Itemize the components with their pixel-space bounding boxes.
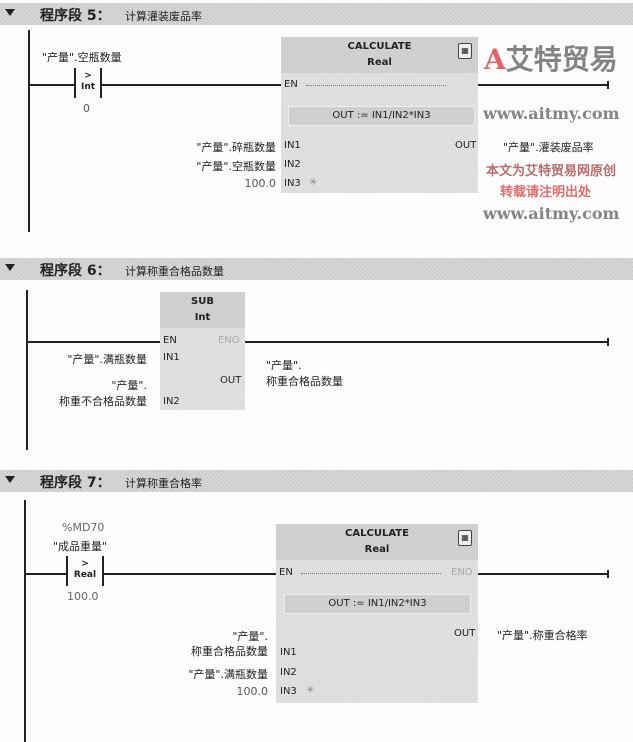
network-title: 程序段 5：	[40, 8, 111, 24]
contact-operand: "成品重量"	[53, 540, 108, 553]
out-operand: "产量".称重合格率	[497, 629, 588, 642]
power-rail	[28, 30, 30, 232]
network-title: 程序段 7：	[40, 475, 111, 491]
box-datatype: Real	[364, 544, 390, 555]
watermark-logo: A艾特贸易	[484, 43, 618, 76]
wire	[478, 84, 608, 86]
pin-in3: IN3	[280, 686, 297, 697]
box-datatype: Int	[194, 312, 211, 323]
compare-operator: >	[81, 559, 89, 569]
add-input-icon[interactable]: ✳	[309, 177, 318, 188]
in3-operand: 100.0	[244, 177, 277, 190]
watermark-url: www.aitmy.com	[483, 104, 620, 123]
pin-in2: IN2	[284, 159, 301, 170]
pin-out: OUT	[220, 375, 242, 386]
collapse-triangle-icon[interactable]	[5, 9, 15, 16]
watermark-url-2: www.aitmy.com	[483, 204, 620, 223]
in2-operand: "产量".空瓶数量	[196, 160, 276, 173]
pin-in1: IN1	[280, 647, 297, 658]
compare-contact[interactable]: > Real	[66, 556, 104, 586]
collapse-triangle-icon[interactable]	[5, 476, 15, 483]
watermark-line2: 转载请注明出处	[500, 185, 592, 200]
add-input-icon[interactable]: ✳	[306, 685, 315, 696]
out-operand: "产量".	[266, 359, 302, 372]
pin-en: EN	[284, 79, 298, 90]
formula-field[interactable]: OUT := IN1/IN2*IN3	[284, 594, 471, 614]
network-comment: 计算称重合格品数量	[125, 265, 224, 278]
box-name: CALCULATE	[345, 528, 409, 539]
network-comment: 计算灌装废品率	[125, 10, 202, 23]
wire	[24, 573, 276, 575]
calculate-box[interactable]: CALCULATE Real ▦ EN ENO OUT := IN1/IN2*IN…	[276, 524, 478, 703]
compare-value: 0	[83, 102, 90, 115]
in2-operand: "产量".	[111, 379, 147, 392]
rung-end	[607, 338, 609, 346]
compare-contact[interactable]: > Int	[74, 68, 102, 98]
pin-en: EN	[163, 335, 177, 346]
wire	[28, 84, 282, 86]
wire	[26, 341, 160, 343]
network-7-header[interactable]: 程序段 7： 计算称重合格率	[0, 470, 633, 492]
pin-eno: ENO	[451, 567, 473, 578]
sub-box[interactable]: SUB Int EN ENO IN1 OUT IN2	[160, 292, 245, 410]
pin-en: EN	[279, 567, 293, 578]
calculator-icon[interactable]: ▦	[458, 530, 472, 546]
box-datatype: Real	[367, 57, 392, 68]
calculator-icon[interactable]: ▦	[458, 43, 472, 59]
box-name: CALCULATE	[347, 41, 412, 52]
collapse-triangle-icon[interactable]	[5, 264, 15, 271]
compare-value: 100.0	[67, 590, 99, 603]
in2-operand: "产量".满瓶数量	[188, 668, 268, 681]
contact-address: %MD70	[62, 521, 105, 534]
contact-operand: "产量".空瓶数量	[42, 51, 122, 64]
formula-field[interactable]: OUT := IN1/IN2*IN3	[288, 106, 475, 126]
wire	[245, 341, 608, 343]
network-6-header[interactable]: 程序段 6： 计算称重合格品数量	[0, 258, 633, 280]
compare-datatype: Int	[80, 82, 96, 92]
pin-in1: IN1	[163, 352, 180, 363]
box-name: SUB	[191, 296, 214, 307]
pin-eno: ENO	[218, 335, 240, 346]
en-eno-link	[301, 573, 441, 574]
in1-operand: 称重合格品数量	[191, 645, 268, 658]
watermark-line1: 本文为艾特贸易网原创	[486, 164, 617, 179]
in3-operand: 100.0	[236, 685, 269, 698]
out-operand: 称重合格品数量	[266, 375, 343, 388]
in1-operand: "产量".	[232, 630, 268, 643]
in1-operand: "产量".满瓶数量	[67, 353, 147, 366]
en-eno-link	[306, 85, 446, 86]
pin-out: OUT	[454, 628, 476, 639]
network-title: 程序段 6：	[40, 263, 111, 279]
wire	[478, 573, 608, 575]
in2-operand: 称重不合格品数量	[59, 395, 147, 408]
network-comment: 计算称重合格率	[125, 477, 202, 490]
pin-in2: IN2	[280, 667, 297, 678]
rung-end	[607, 570, 609, 578]
power-rail	[24, 500, 26, 742]
compare-datatype: Real	[73, 570, 97, 580]
compare-operator: >	[84, 71, 92, 81]
in1-operand: "产量".碎瓶数量	[196, 141, 276, 154]
power-rail	[26, 290, 28, 450]
calculate-box[interactable]: CALCULATE Real ▦ EN OUT := IN1/IN2*IN3 IN…	[281, 37, 478, 193]
network-5-header[interactable]: 程序段 5： 计算灌装废品率	[0, 3, 633, 25]
pin-out: OUT	[455, 140, 477, 151]
pin-in3: IN3	[284, 178, 301, 189]
rung-end	[607, 81, 609, 89]
pin-in1: IN1	[284, 140, 301, 151]
out-operand: "产量".灌装废品率	[503, 141, 594, 154]
pin-in2: IN2	[163, 396, 180, 407]
